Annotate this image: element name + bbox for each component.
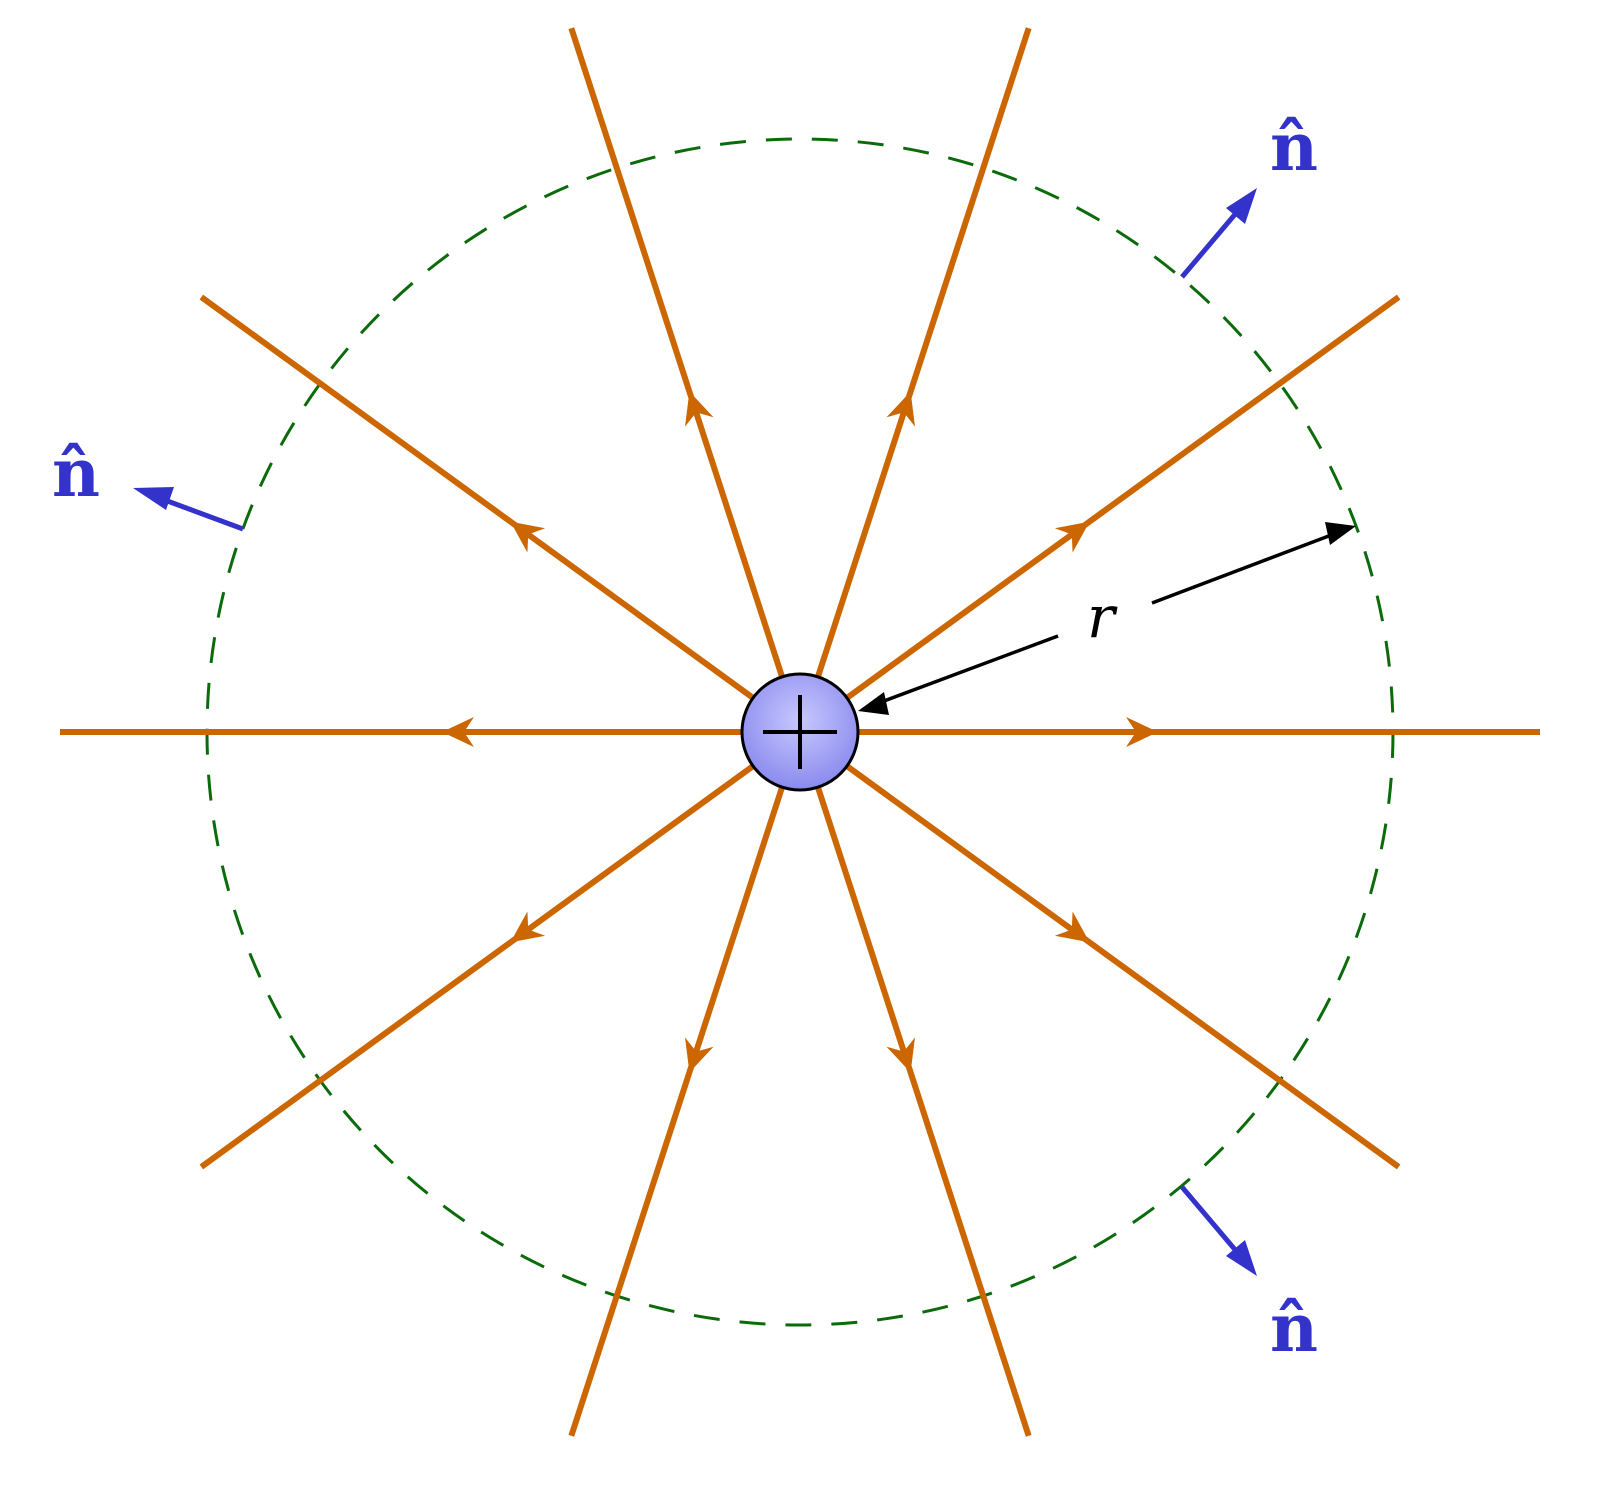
field-line [845,294,1401,701]
field-line-arrowhead [685,391,714,427]
field-lines [60,27,1540,1437]
field-line-arrowhead [510,521,546,553]
field-line [568,786,785,1437]
radius-arrow-outer [1151,532,1335,605]
field-line-arrowhead [1054,521,1090,553]
point-charge [740,672,860,792]
field-line-arrowhead [886,391,915,427]
radius-arrow-inner [875,634,1059,706]
field-line [845,763,1401,1170]
radius-arrowhead-inner [858,692,889,715]
field-line-arrowhead [510,911,546,943]
normal-label-left: n̂ [52,434,100,512]
radius-arrowhead-outer [1325,522,1356,545]
field-line [815,786,1032,1437]
field-line [199,763,755,1170]
field-line [199,294,755,701]
field-line [568,27,785,678]
normal-vector-left [133,487,244,532]
normal-label-bottom-right: n̂ [1270,1289,1318,1367]
radius-arrow [858,522,1356,715]
field-line-arrowhead [1054,911,1090,943]
radius-label: r [1087,583,1118,651]
field-line [815,27,1032,678]
normal-vector-top-right [1180,188,1257,279]
field-line-arrowhead [886,1037,915,1073]
field-line-arrowhead [1126,717,1158,747]
field-line-arrowhead [685,1037,714,1073]
normal-vector-bottom-right [1180,1185,1257,1276]
normal-label-top-right: n̂ [1270,108,1318,186]
field-line-arrowhead [442,717,474,747]
